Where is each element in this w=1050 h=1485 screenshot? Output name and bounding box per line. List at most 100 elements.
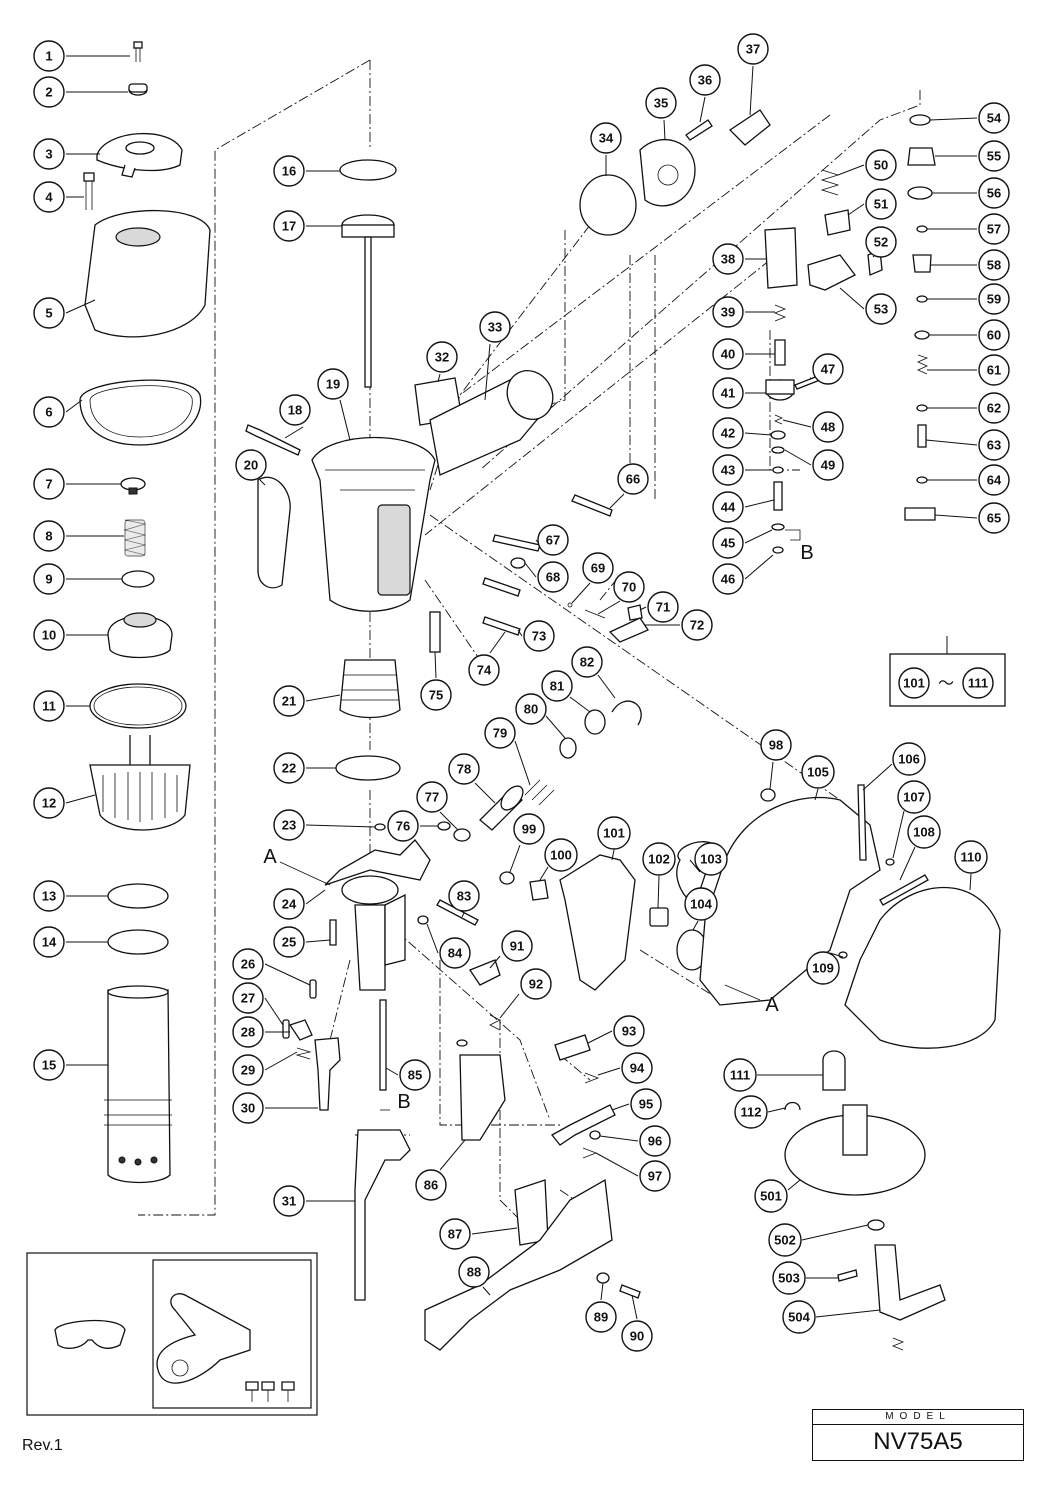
callout-circle xyxy=(978,502,1010,534)
callout-circle xyxy=(782,1300,816,1334)
callout-circle xyxy=(907,815,941,849)
leader-line xyxy=(434,651,437,679)
model-label: MODEL xyxy=(813,1410,1023,1425)
part-number-76: 76 xyxy=(396,819,410,834)
callout-circle xyxy=(468,654,500,686)
callout-circle xyxy=(613,1015,645,1047)
part-number-42: 42 xyxy=(721,426,735,441)
callout-circle xyxy=(232,948,264,980)
callout-circle xyxy=(681,609,713,641)
part-number-28: 28 xyxy=(241,1025,255,1040)
callout-circle xyxy=(684,887,718,921)
part-number-79: 79 xyxy=(493,726,507,741)
callout-circle xyxy=(33,787,65,819)
leader-line xyxy=(385,1067,399,1076)
part-number-37: 37 xyxy=(746,42,760,57)
leader-line xyxy=(437,373,441,383)
part-number-43: 43 xyxy=(721,463,735,478)
callout-circle xyxy=(712,527,744,559)
callout-circle xyxy=(630,1088,662,1120)
callout-circle xyxy=(484,717,516,749)
callout-circle xyxy=(978,429,1010,461)
part-number-57: 57 xyxy=(987,222,1001,237)
part-number-58: 58 xyxy=(987,258,1001,273)
part-number-74: 74 xyxy=(477,663,492,678)
callout-circle xyxy=(617,463,649,495)
part-number-504: 504 xyxy=(788,1310,810,1325)
part-number-102: 102 xyxy=(648,852,670,867)
assembly-112-range: 101 〜 111 xyxy=(898,667,994,699)
callout-circle xyxy=(448,753,480,785)
leader-line xyxy=(489,631,506,654)
part-number-78: 78 xyxy=(457,762,471,777)
leader-line xyxy=(264,963,311,986)
part-number-72: 72 xyxy=(690,618,704,633)
part-number-4: 4 xyxy=(45,190,53,205)
callout-circle xyxy=(515,693,547,725)
part-number-62: 62 xyxy=(987,401,1001,416)
part-drawings xyxy=(54,41,1001,1402)
leader-line xyxy=(264,997,284,1026)
part-number-104: 104 xyxy=(690,897,712,912)
part-number-26: 26 xyxy=(241,957,255,972)
callout-circle xyxy=(812,353,844,385)
leader-line xyxy=(782,419,812,428)
part-number-75: 75 xyxy=(429,688,443,703)
callout-circle xyxy=(712,243,744,275)
leader-line xyxy=(305,824,376,828)
leader-line xyxy=(899,846,916,881)
leader-line xyxy=(631,1294,638,1320)
part-number-11: 11 xyxy=(42,699,56,714)
callout-circle xyxy=(978,354,1010,386)
part-number-30: 30 xyxy=(241,1101,255,1116)
callout-circle xyxy=(772,1261,806,1295)
part-number-14: 14 xyxy=(42,935,57,950)
leader-line xyxy=(597,1067,621,1076)
part-number-101: 101 xyxy=(603,826,625,841)
part-number-6: 6 xyxy=(45,405,52,420)
callout-circle xyxy=(458,1256,490,1288)
callout-circle xyxy=(537,561,569,593)
leader-line xyxy=(284,426,304,439)
callout-circle xyxy=(399,1059,431,1091)
leader-line xyxy=(611,849,615,861)
callout-circle xyxy=(978,102,1010,134)
callout-circle xyxy=(232,1054,264,1086)
leader-line xyxy=(744,554,774,580)
part-number-24: 24 xyxy=(282,897,297,912)
callout-circle xyxy=(479,311,511,343)
part-number-71: 71 xyxy=(656,600,670,615)
leader-line xyxy=(611,1103,630,1111)
leader-line xyxy=(829,952,844,958)
callout-circle xyxy=(426,341,458,373)
part-number-93: 93 xyxy=(622,1024,636,1039)
leader-line xyxy=(801,1224,869,1241)
callout-circle xyxy=(416,781,448,813)
ref-letter-b-2: B xyxy=(397,1091,410,1113)
callout-circle xyxy=(582,552,614,584)
callout-circle xyxy=(737,33,769,65)
part-number-40: 40 xyxy=(721,347,735,362)
part-number-55: 55 xyxy=(987,149,1001,164)
callout-circle xyxy=(520,968,552,1000)
leader-line xyxy=(545,715,566,739)
part-number-83: 83 xyxy=(457,889,471,904)
part-number-77: 77 xyxy=(425,790,439,805)
callout-circle xyxy=(621,1052,653,1084)
part-number-103: 103 xyxy=(700,852,722,867)
part-number-70: 70 xyxy=(622,580,636,595)
part-number-92: 92 xyxy=(529,977,543,992)
callout-circle xyxy=(865,226,897,258)
callout-circle xyxy=(812,411,844,443)
part-number-5: 5 xyxy=(45,306,52,321)
callout-circle xyxy=(712,377,744,409)
part-number-23: 23 xyxy=(282,818,296,833)
part-number-88: 88 xyxy=(467,1265,481,1280)
part-number-109: 109 xyxy=(812,961,834,976)
part-number-81: 81 xyxy=(550,679,564,694)
callout-circle xyxy=(978,249,1010,281)
callout-circle xyxy=(734,1095,768,1129)
leader-line xyxy=(569,696,591,713)
reference-letters: A A B B xyxy=(263,529,814,1113)
